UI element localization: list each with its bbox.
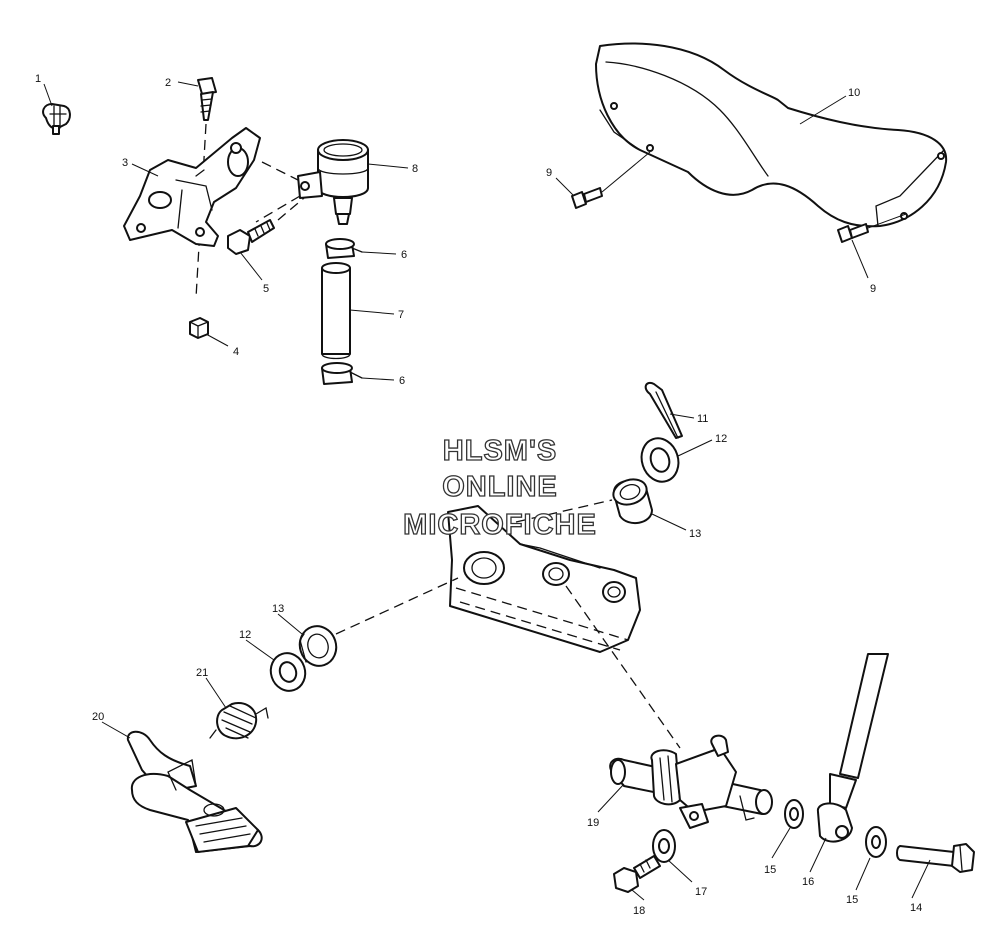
callout-21: 21 xyxy=(196,667,208,679)
callout-labels: 1 2 3 4 5 6 6 7 8 9 9 10 11 12 12 13 13 … xyxy=(35,73,922,917)
part-pivot-housing xyxy=(447,505,641,653)
callout-6-lower: 6 xyxy=(399,375,405,387)
part-11-cotter-pin xyxy=(644,382,683,439)
callout-17: 17 xyxy=(695,886,707,898)
callout-15-left: 15 xyxy=(764,864,776,876)
part-17-washer xyxy=(652,829,676,863)
callout-12-left: 12 xyxy=(239,629,251,641)
callout-15-right: 15 xyxy=(846,894,858,906)
callout-1: 1 xyxy=(35,73,41,85)
callout-4: 4 xyxy=(233,346,239,358)
part-18-bolt xyxy=(613,855,661,893)
part-10-seat xyxy=(595,42,948,228)
callout-6-upper: 6 xyxy=(401,249,407,261)
callout-9-right: 9 xyxy=(870,283,876,295)
callout-8: 8 xyxy=(412,163,418,175)
part-20-brake-pedal xyxy=(126,730,263,853)
part-5-bolt xyxy=(227,197,305,255)
part-9-screw-left xyxy=(571,151,651,209)
callout-20: 20 xyxy=(92,711,104,723)
part-16-link-rod xyxy=(816,653,889,843)
part-7-hose xyxy=(321,262,351,360)
part-12-washer-right xyxy=(640,437,680,483)
callout-13-left: 13 xyxy=(272,603,284,615)
part-19-pivot-shaft xyxy=(609,734,773,829)
callout-13-right: 13 xyxy=(689,528,701,540)
part-1-clamp xyxy=(42,103,71,135)
part-6-clamp-lower xyxy=(321,362,363,385)
callout-16: 16 xyxy=(802,876,814,888)
callout-12-right: 12 xyxy=(715,433,727,445)
part-14-bolt xyxy=(896,843,975,873)
part-3-bracket xyxy=(123,127,261,247)
part-12-washer-left xyxy=(269,652,307,692)
callout-11: 11 xyxy=(697,413,708,425)
part-4-nut xyxy=(189,317,209,339)
part-13-bushing-left xyxy=(298,625,338,667)
callout-3: 3 xyxy=(122,157,128,169)
part-6-clamp-upper xyxy=(325,238,363,259)
callout-18: 18 xyxy=(633,905,645,917)
watermark-line-1: HLSM'S xyxy=(443,435,557,467)
watermark-line-3: MICROFICHE xyxy=(403,509,597,541)
leader-lines xyxy=(43,81,931,901)
callout-19: 19 xyxy=(587,817,599,829)
part-15-washer-left xyxy=(784,799,804,829)
watermark-line-2: ONLINE xyxy=(442,471,558,503)
part-8-reservoir xyxy=(255,139,369,225)
callout-14: 14 xyxy=(910,902,922,914)
callout-2: 2 xyxy=(165,77,171,89)
part-15-washer-right xyxy=(865,826,887,858)
callout-10: 10 xyxy=(848,87,860,99)
part-21-spring xyxy=(209,702,269,740)
callout-5: 5 xyxy=(263,283,269,295)
part-13-bushing-right xyxy=(612,478,653,525)
part-9-screw-right xyxy=(837,213,907,243)
watermark: HLSM'S ONLINE MICROFICHE xyxy=(403,434,597,541)
callout-7: 7 xyxy=(398,309,404,321)
callout-9-left: 9 xyxy=(546,167,552,179)
